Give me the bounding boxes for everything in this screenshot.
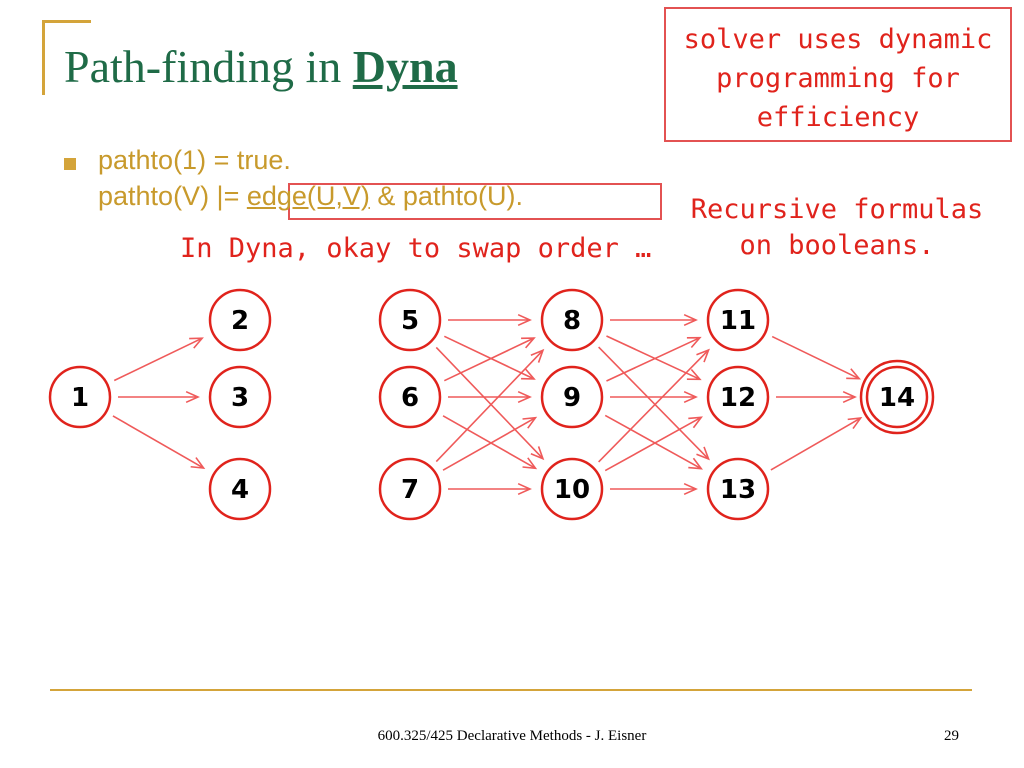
code-edge-term: edge(U,V) <box>246 181 370 211</box>
edge-arrow-9-12 <box>610 390 698 404</box>
node-label: 1 <box>71 383 89 413</box>
footer-rule <box>50 689 972 691</box>
graph-node-14: 14 <box>859 359 935 435</box>
node-label: 13 <box>720 475 756 505</box>
code-line-1: pathto(1) = true. <box>98 145 291 175</box>
highlight-box <box>288 183 662 220</box>
title-corner-rule <box>42 20 91 95</box>
slide-title: Path-finding in Dyna <box>64 40 458 93</box>
node-label: 5 <box>401 306 419 336</box>
graph-node-2: 2 <box>208 288 272 352</box>
node-label: 3 <box>231 383 249 413</box>
edge-arrow-5-10 <box>435 346 545 461</box>
recursive-note-line: on booleans. <box>739 230 935 261</box>
dp-callout-box: solver uses dynamic programming for effi… <box>664 7 1012 142</box>
graph-node-9: 9 <box>540 365 604 429</box>
graph-node-4: 4 <box>208 457 272 521</box>
edge-arrow-10-11 <box>598 348 710 463</box>
recursive-note: Recursive formulas on booleans. <box>672 192 1002 264</box>
node-label: 8 <box>563 306 581 336</box>
graph-node-8: 8 <box>540 288 604 352</box>
code-line-2: pathto(V) |= edge(U,V) & pathto(U). <box>98 181 523 212</box>
page-number: 29 <box>944 728 959 744</box>
footer-text: 600.325/425 Declarative Methods - J. Eis… <box>377 728 647 744</box>
edge-arrow-10-13 <box>610 482 698 496</box>
edge-arrow-7-9 <box>442 416 538 471</box>
edge-arrow-7-8 <box>435 348 545 463</box>
edge-arrow-5-8 <box>448 313 532 327</box>
node-label: 10 <box>554 475 590 505</box>
graph-node-6: 6 <box>378 365 442 429</box>
graph-node-7: 7 <box>378 457 442 521</box>
graph-node-13: 13 <box>706 457 770 521</box>
node-label: 12 <box>720 383 756 413</box>
edge-arrow-8-13 <box>598 346 710 461</box>
graph-node-1: 1 <box>48 365 112 429</box>
swap-order-note: In Dyna, okay to swap order … <box>180 233 652 264</box>
graph-node-5: 5 <box>378 288 442 352</box>
edge-arrow-11-14 <box>771 335 861 380</box>
title-plain: Path-finding in <box>64 41 353 92</box>
code-line2-pre: pathto(V) |= <box>98 181 247 211</box>
callout-line: programming for <box>716 63 960 94</box>
edge-arrow-12-14 <box>776 390 857 404</box>
graph-node-11: 11 <box>706 288 770 352</box>
edge-arrow-6-10 <box>442 415 538 470</box>
node-label: 7 <box>401 475 419 505</box>
edge-arrow-6-8 <box>443 337 536 382</box>
edge-arrow-10-12 <box>604 416 703 472</box>
node-label: 6 <box>401 383 419 413</box>
edge-arrow-7-10 <box>448 482 532 496</box>
recursive-note-line: Recursive formulas <box>690 194 984 225</box>
edge-layer <box>112 313 863 496</box>
edge-arrow-8-12 <box>606 335 702 381</box>
node-label: 11 <box>720 306 756 336</box>
bullet-square-icon <box>64 158 76 170</box>
graph-node-12: 12 <box>706 365 770 429</box>
callout-line: solver uses dynamic <box>683 24 993 55</box>
edge-arrow-13-14 <box>770 417 863 471</box>
node-label: 4 <box>231 475 249 505</box>
edge-arrow-1-2 <box>113 337 204 382</box>
edge-arrow-9-11 <box>606 336 702 382</box>
callout-line: efficiency <box>756 102 920 133</box>
graph-node-10: 10 <box>540 457 604 521</box>
edge-arrow-8-11 <box>610 313 698 327</box>
edge-arrow-5-9 <box>443 335 536 380</box>
title-dyna: Dyna <box>352 41 458 92</box>
edge-arrow-6-9 <box>448 390 532 404</box>
edge-arrow-9-13 <box>604 414 703 470</box>
edge-arrow-1-4 <box>112 415 206 470</box>
graph-node-3: 3 <box>208 365 272 429</box>
node-label: 14 <box>879 383 915 413</box>
code-line2-post: & pathto(U). <box>369 181 523 211</box>
node-label: 2 <box>231 306 249 336</box>
edge-arrow-1-3 <box>118 390 200 404</box>
node-label: 9 <box>563 383 581 413</box>
